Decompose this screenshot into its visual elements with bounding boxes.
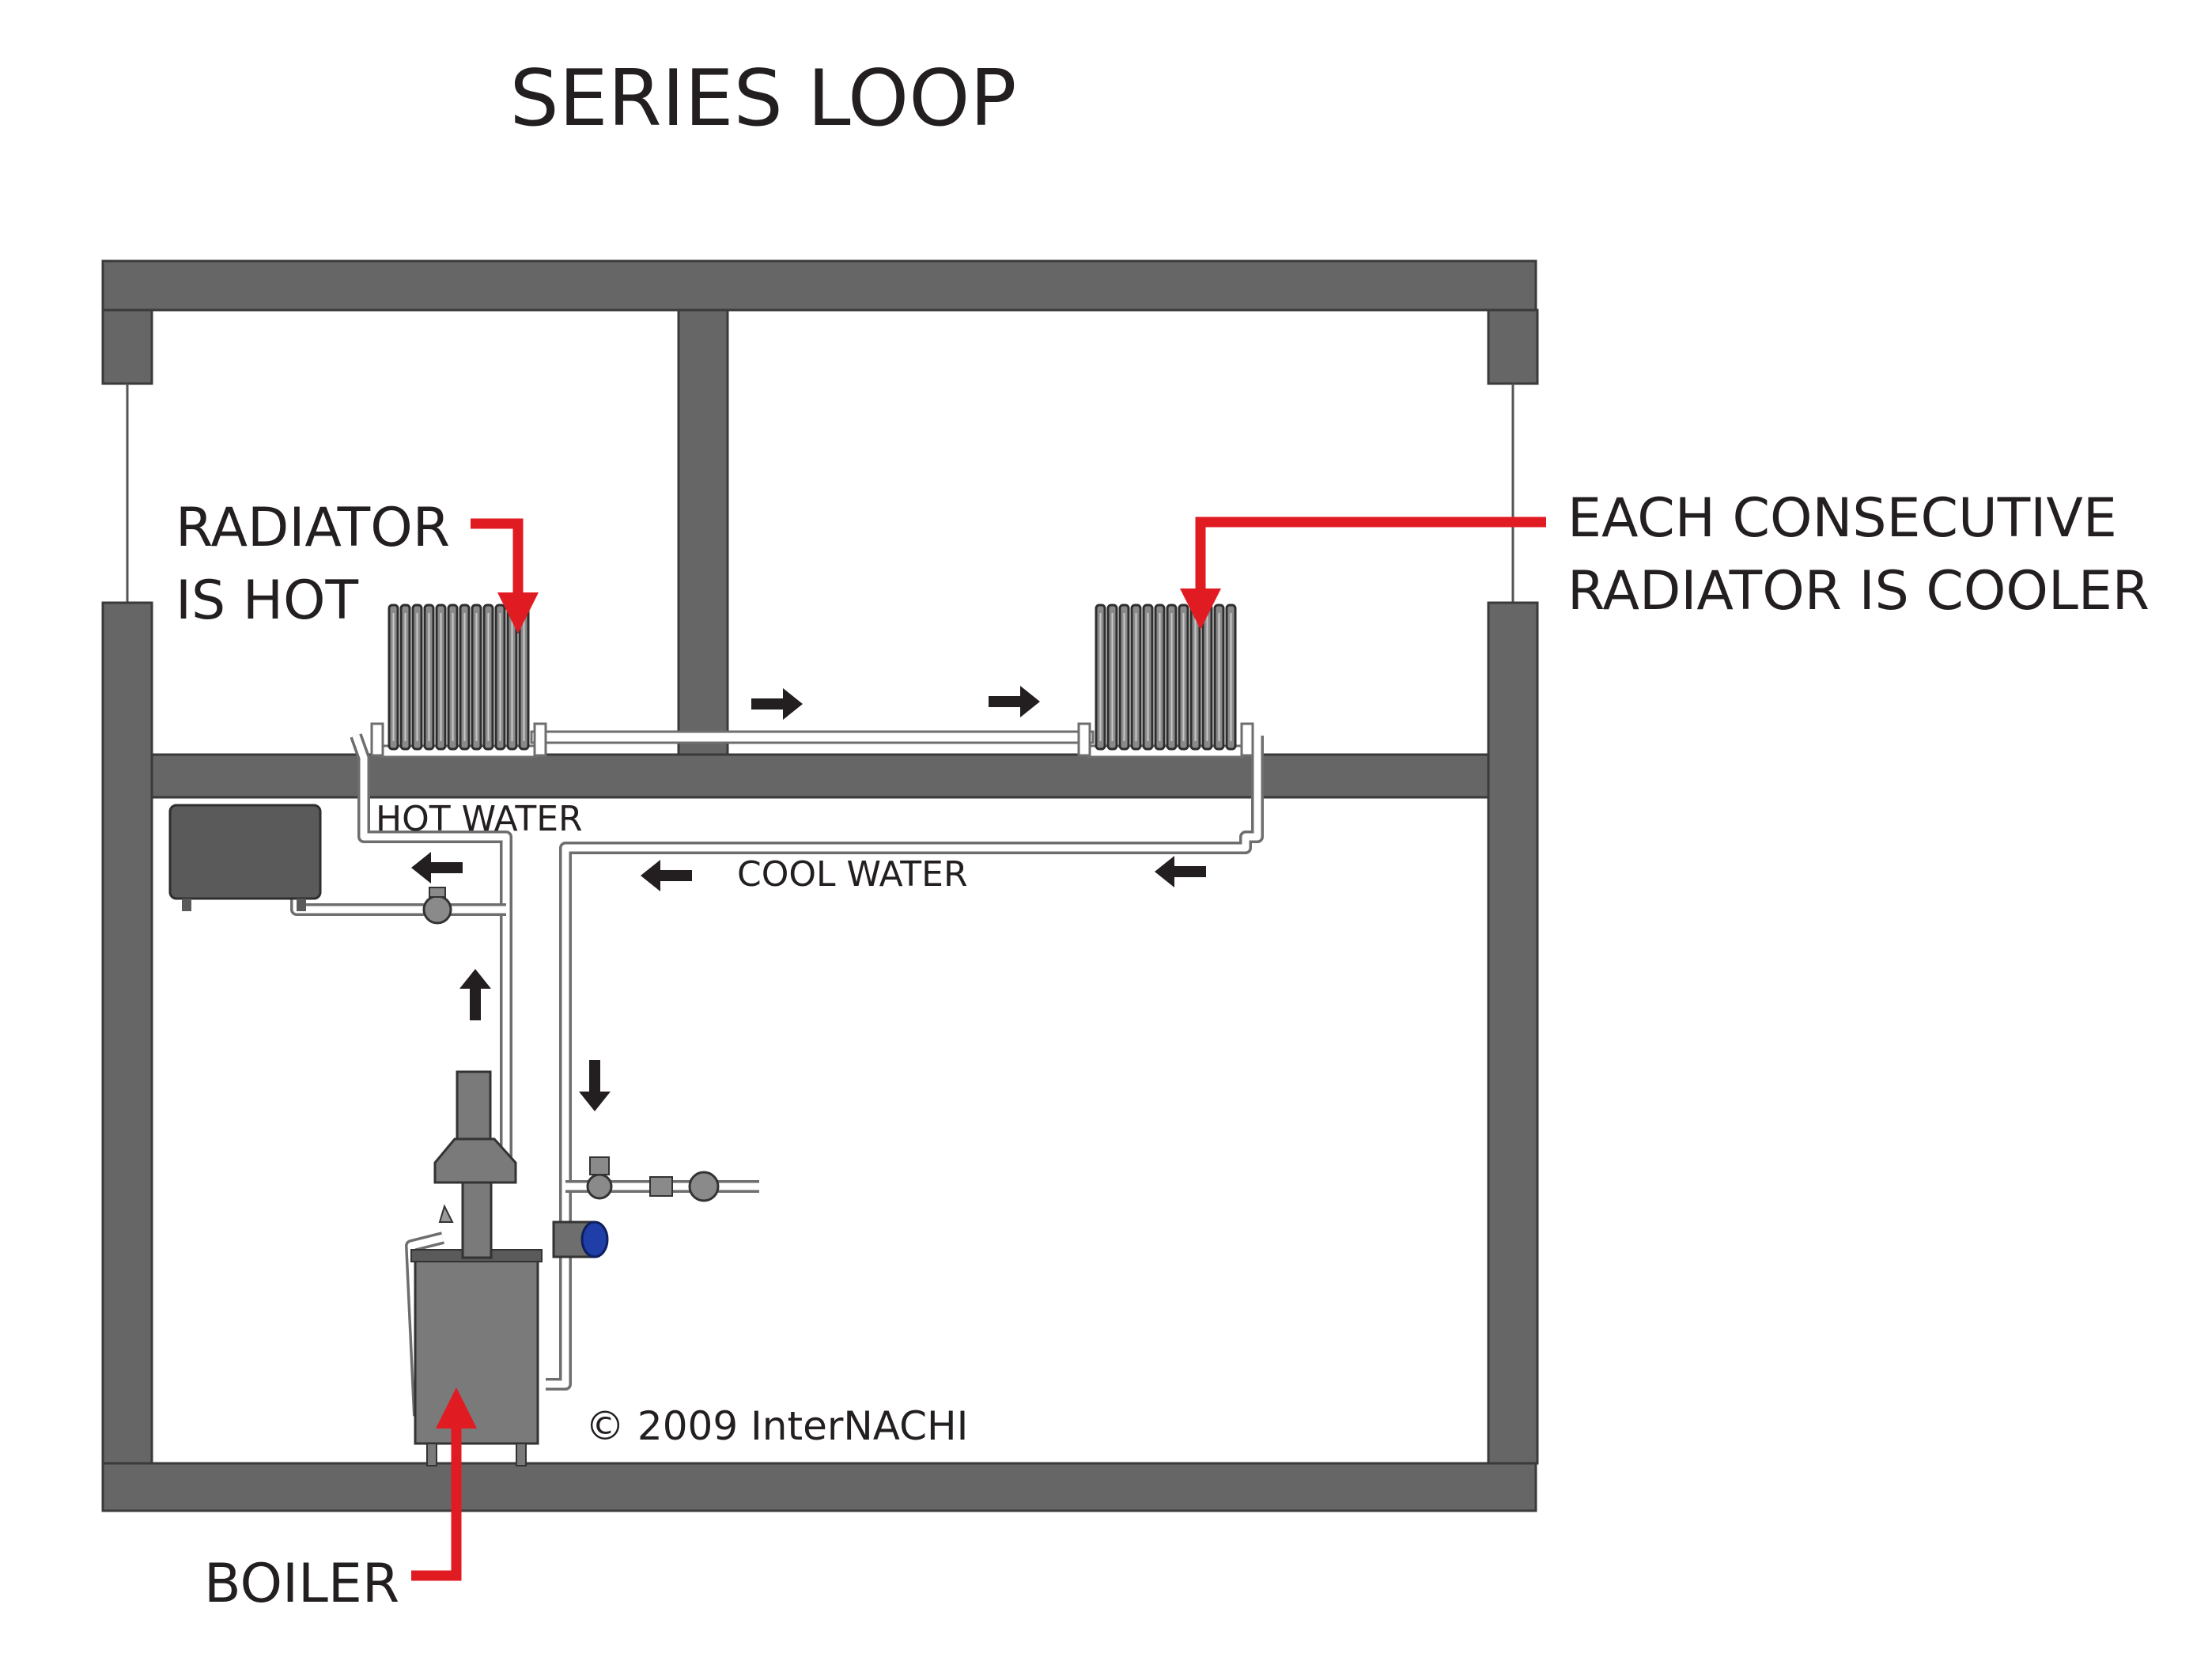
boiler-body (414, 1256, 539, 1445)
cool-return-pipe (546, 736, 1264, 1391)
right-wall (1487, 601, 1539, 1465)
expansion-tank (168, 804, 322, 911)
makeup-valve-3 (688, 1171, 720, 1202)
draft-hood (433, 1137, 517, 1184)
radiator-hot (370, 604, 547, 759)
floor-slab (150, 753, 1490, 799)
copyright-text: © 2009 InterNACHI (585, 1403, 968, 1449)
roof-slab (101, 259, 1537, 312)
label-radiator-hot-line1: RADIATOR (176, 497, 450, 559)
flow-arrow-down (579, 1060, 611, 1111)
makeup-valve-2 (649, 1176, 673, 1197)
callout-consecutive-cooler (1180, 517, 1546, 630)
label-consecutive-line1: EACH CONSECUTIVE (1567, 487, 2117, 550)
tank-valve (422, 895, 452, 925)
callouts (411, 517, 1546, 1581)
flow-arrow-left (641, 860, 692, 891)
foundation-slab (101, 1462, 1537, 1512)
left-wall (101, 601, 153, 1465)
boiler (410, 1070, 543, 1466)
flow-arrow-right (989, 686, 1040, 717)
callout-boiler (411, 1387, 477, 1581)
flow-arrow-right (751, 688, 803, 720)
pump-motor (580, 1220, 609, 1258)
callout-radiator-hot (471, 518, 539, 634)
flow-arrow-left (411, 852, 463, 884)
label-boiler: BOILER (204, 1553, 399, 1615)
flow-arrow-up (459, 969, 491, 1020)
valves (422, 887, 720, 1258)
flow-arrows (411, 686, 1206, 1111)
label-consecutive-line2: RADIATOR IS COOLER (1567, 560, 2150, 622)
label-cool-water: COOL WATER (737, 854, 968, 895)
upper-connector-pipe (530, 730, 1095, 744)
left-wall-upper-stub (101, 308, 153, 385)
right-wall-upper-stub (1487, 308, 1539, 385)
house-structure (101, 259, 1539, 1512)
makeup-valve-1 (586, 1173, 613, 1200)
interior-wall-upper (677, 308, 729, 756)
label-radiator-hot-line2: IS HOT (176, 570, 358, 632)
flow-arrow-left (1155, 856, 1206, 887)
radiator-cool (1077, 604, 1254, 759)
diagram-title: SERIES LOOP (510, 54, 1017, 144)
label-hot-water: HOT WATER (376, 799, 583, 839)
